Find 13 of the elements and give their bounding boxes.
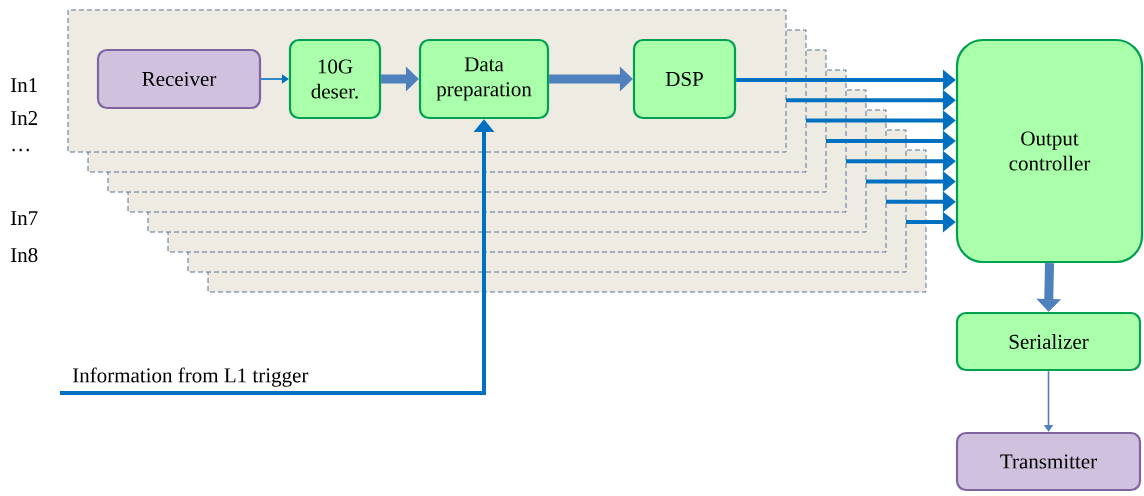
process-box: Data preparation	[418, 38, 550, 120]
process-box: DSP	[632, 38, 737, 120]
channel-label: In7	[10, 211, 38, 225]
process-box: 10G deser.	[288, 38, 382, 120]
process-box: Serializer	[955, 311, 1142, 372]
process-box: Transmitter	[955, 431, 1142, 492]
channel-label: …	[12, 148, 29, 152]
process-box: Receiver	[96, 48, 262, 110]
channel-label: In1	[10, 78, 37, 92]
channel-label: In2	[10, 111, 38, 125]
process-box: Output controller	[955, 38, 1144, 264]
input-label: Information from L1 trigger	[72, 367, 309, 387]
channel-label: In8	[10, 247, 38, 263]
